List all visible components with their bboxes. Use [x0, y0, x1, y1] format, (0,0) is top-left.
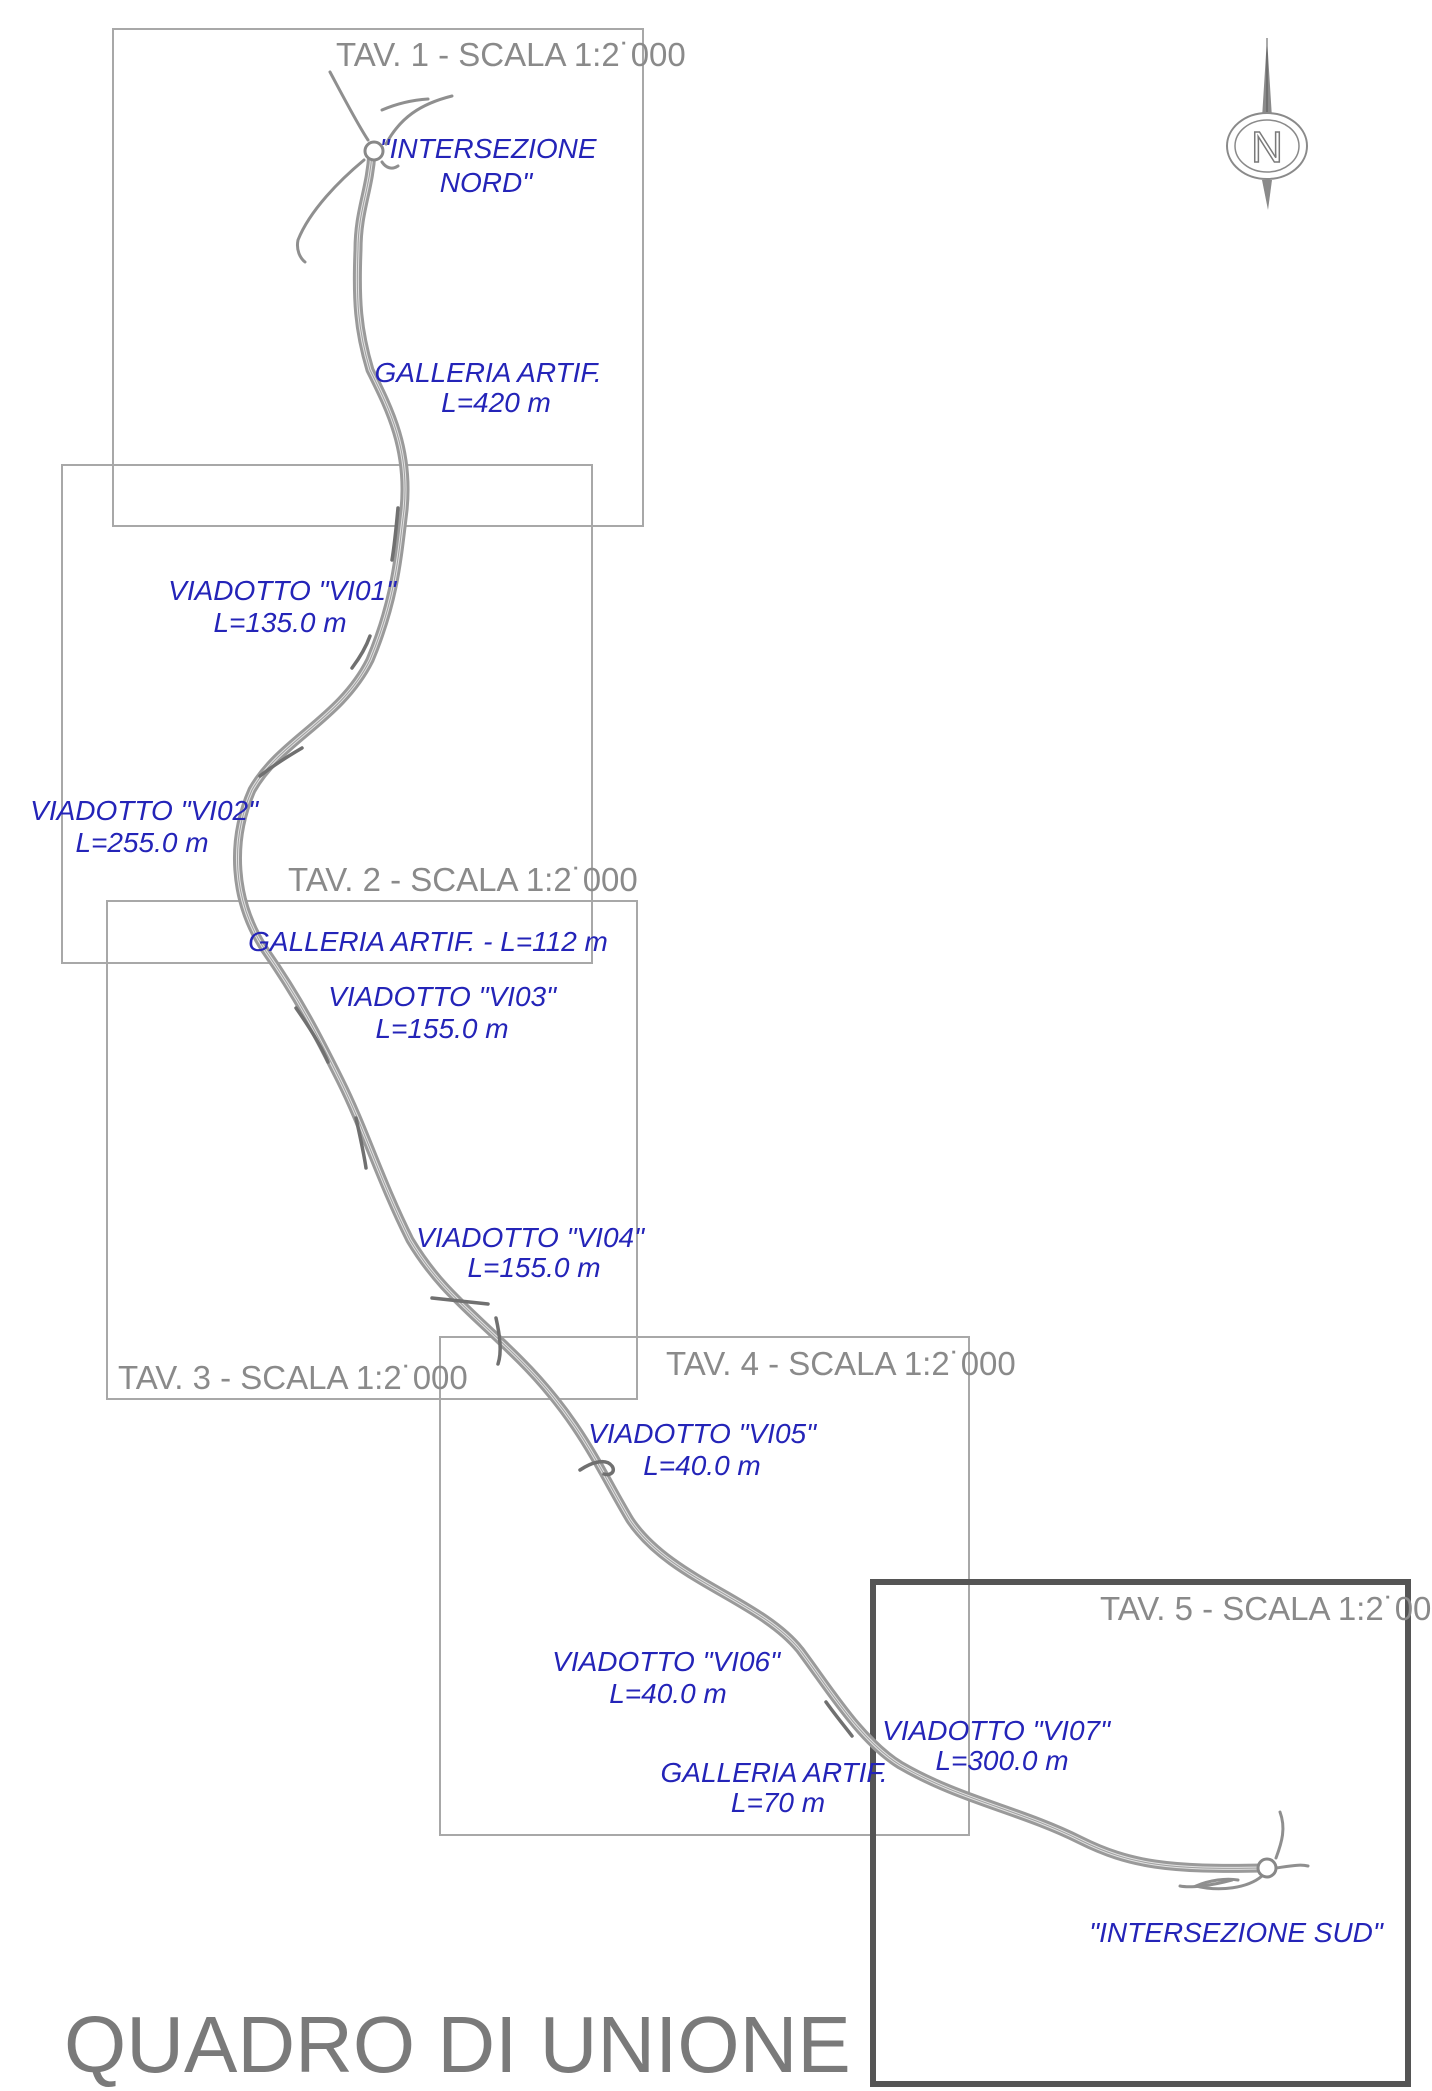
- sheet-2-label: TAV. 2 - SCALA 1:2˙000: [288, 861, 638, 898]
- tunnel-2-label: GALLERIA ARTIF. - L=112 m: [248, 926, 608, 957]
- tunnel-3-label: GALLERIA ARTIF. L=70 m: [661, 1757, 896, 1818]
- vi02-start-marker: [258, 746, 304, 778]
- vi01-start-marker: [390, 506, 400, 562]
- vi06-marker: [824, 1700, 854, 1738]
- north-roundabout-icon: [363, 140, 385, 162]
- south-intersection-junction: [1178, 1810, 1310, 1891]
- viaduct-vi01-label: VIADOTTO "VI01" L=135.0 m: [168, 575, 404, 638]
- vi01-end-marker: [350, 634, 372, 670]
- vi04-marker: [430, 1296, 490, 1306]
- sheet-1-frame[interactable]: [112, 28, 644, 527]
- vi03-end-marker: [354, 1116, 368, 1170]
- vi03-start-marker: [294, 1006, 330, 1064]
- south-roundabout-icon: [1256, 1857, 1278, 1879]
- north-arrow-icon: N: [1226, 38, 1308, 210]
- sheet-4-frame[interactable]: [439, 1336, 970, 1836]
- page-title: QUADRO DI UNIONE: [64, 2000, 851, 2089]
- sheet-3-frame[interactable]: [106, 900, 638, 1400]
- viaduct-vi04-label: VIADOTTO "VI04" L=155.0 m: [416, 1222, 652, 1283]
- sheet-1-label: TAV. 1 - SCALA 1:2˙000: [336, 36, 686, 73]
- sheet-5-frame[interactable]: [870, 1579, 1411, 2087]
- sheet-4-label: TAV. 4 - SCALA 1:2˙000: [666, 1345, 1016, 1382]
- compass-letter: N: [1251, 123, 1283, 172]
- vi04-end-marker: [494, 1316, 502, 1366]
- viaduct-vi05-label: VIADOTTO "VI05" L=40.0 m: [588, 1418, 824, 1481]
- north-intersection-junction: [296, 70, 454, 264]
- viaduct-vi06-label: VIADOTTO "VI06" L=40.0 m: [552, 1646, 788, 1709]
- north-intersection-label: "INTERSEZIONE NORD": [380, 133, 605, 198]
- road-alignment: [232, 70, 1310, 1891]
- sheet-3-label: TAV. 3 - SCALA 1:2˙000: [118, 1359, 468, 1396]
- viaduct-vi03-label: VIADOTTO "VI03" L=155.0 m: [328, 981, 564, 1044]
- viaduct-vi02-label: VIADOTTO "VI02" L=255.0 m: [30, 795, 266, 858]
- south-intersection-label: "INTERSEZIONE SUD": [1089, 1917, 1384, 1948]
- sheet-2-frame[interactable]: [61, 464, 593, 964]
- tunnel-1-label: GALLERIA ARTIF. L=420 m: [375, 357, 610, 418]
- viaduct-vi07-label: VIADOTTO "VI07" L=300.0 m: [882, 1715, 1118, 1776]
- vi05-marker: [578, 1459, 616, 1477]
- sheet-5-label: TAV. 5 - SCALA 1:2˙000: [1100, 1590, 1432, 1627]
